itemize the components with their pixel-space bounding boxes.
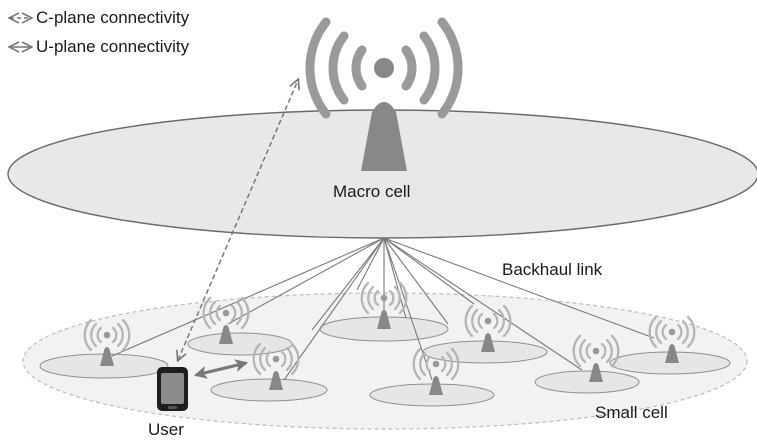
small-cell-ellipses	[39, 316, 731, 407]
smartphone-icon	[157, 367, 188, 411]
backhaul-link-11	[383, 237, 583, 371]
cplane-arrow	[178, 80, 298, 360]
legend-cplane-label: C-plane connectivity	[36, 8, 190, 27]
backhaul-link-10	[383, 237, 475, 305]
backhaul-link-7	[383, 237, 407, 319]
small-cell-7	[534, 370, 640, 394]
user-label: User	[148, 420, 184, 439]
backhaul-link-5	[356, 237, 385, 291]
small-cell-2	[187, 332, 293, 356]
uplane-arrow	[193, 359, 249, 379]
backhaul-link-12	[383, 237, 655, 339]
backhaul-link-3	[283, 237, 385, 381]
backhaul-link-9	[383, 237, 449, 325]
small-cell-label: Small cell	[595, 403, 668, 422]
antenna-tower-icon	[305, 17, 463, 171]
legend-uplane-label: U-plane connectivity	[36, 37, 190, 56]
backhaul-link-8	[383, 237, 433, 381]
backhaul-link-label: Backhaul link	[502, 260, 603, 279]
macro-cell-label: Macro cell	[333, 182, 411, 201]
backhaul-link-4	[311, 237, 385, 331]
